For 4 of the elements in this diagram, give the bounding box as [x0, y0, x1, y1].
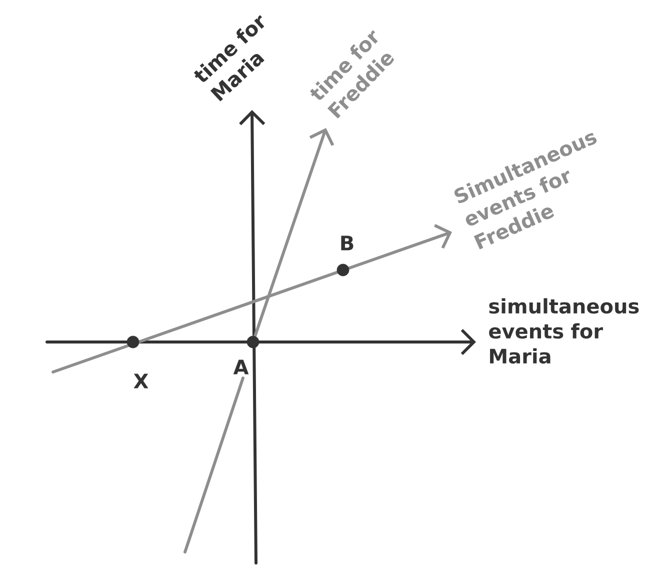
point-label: B [341, 236, 354, 250]
axis-label: simultaneous events for Maria [489, 298, 639, 364]
point-label: A [233, 360, 249, 374]
point-label: X [134, 374, 148, 388]
